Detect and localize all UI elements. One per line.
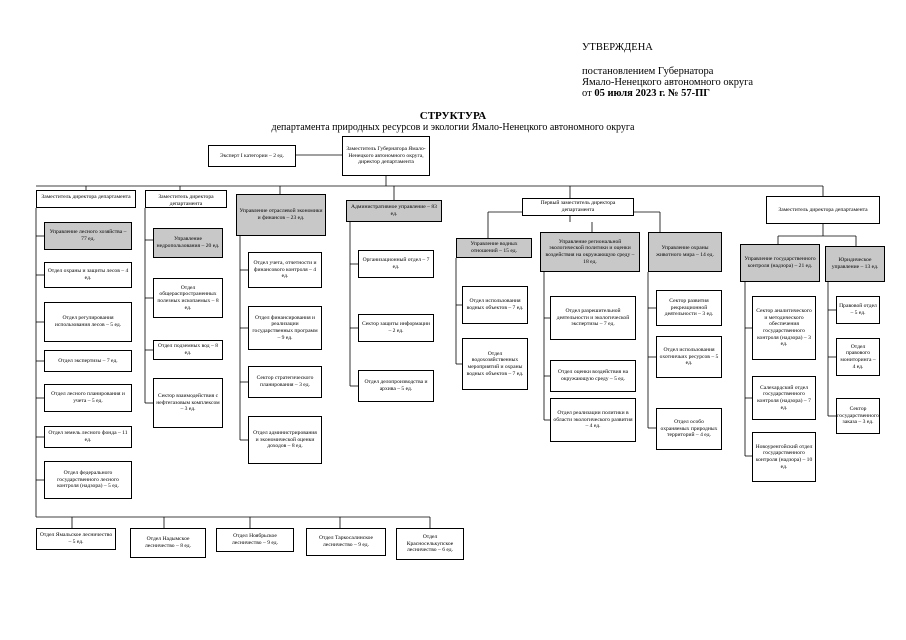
box-yamal-forestry: Отдел Ямальское лесничество – 5 ед. [36,528,116,550]
box-krasnoselkup-forestry: Отдел Красноселькупское лесничество – 6 … [396,528,464,560]
box-finance-department: Управление отраслевой экономики и финанс… [236,194,326,236]
decree-line-3: от 05 июля 2023 г. № 57-ПГ [582,88,710,100]
box-state-control-management: Управление государственного контроля (на… [740,244,820,282]
box-first-deputy: Первый заместитель директора департамент… [522,198,634,216]
box-forest-management: Управление лесного хозяйства – 77 ед. [44,222,132,250]
box-expertise: Отдел экспертизы – 7 ед. [44,350,132,372]
box-forest-planning: Отдел лесного планирования и учета – 5 е… [44,384,132,412]
box-hunting-use: Отдел использования охотничьих ресурсов … [656,336,722,378]
box-permits-expertise: Отдел разрешительной деятельности и экол… [550,296,636,340]
box-eco-policy-implementation: Отдел реализации политики в области экол… [550,398,636,442]
box-organizational: Организационный отдел – 7 ед. [358,250,434,278]
box-novy-urengoy-control: Новоуренгойский отдел государственного к… [752,432,816,482]
box-forest-federal-control: Отдел федерального государственного лесн… [44,461,132,499]
box-legal-management: Юридическое управление – 13 ед. [825,246,885,282]
box-director: Заместитель Губернатора Ямало-Ненецкого … [342,136,430,176]
box-tarko-forestry: Отдел Таркосалинское лесничество – 9 ед. [306,528,386,556]
box-expert: Эксперт I категории – 2 ед. [208,145,296,167]
box-forest-fund-lands: Отдел земель лесного фонда – 11 ед. [44,426,132,448]
box-legal-monitoring: Отдел правового мониторинга – 4 ед. [836,338,880,376]
box-strategic-planning: Сектор стратегического планирования – 3 … [248,366,322,398]
box-deputy-1: Заместитель директора департамента [36,190,136,208]
box-water-use: Отдел использования водных объектов – 7 … [462,286,528,324]
box-revenue-administration: Отдел администрирования и экономической … [248,416,322,464]
box-general-minerals: Отдел общераспространенных полезных иско… [153,278,223,318]
box-analytics-sector: Сектор аналитического и методического об… [752,296,816,360]
box-oil-gas-interaction: Сектор взаимодействия с нефтегазовым ком… [153,378,223,428]
box-recreation-sector: Сектор развития рекреационной деятельнос… [656,290,722,326]
decree-date: 05 июля 2023 г. № 57-ПГ [594,88,710,99]
box-legal-department: Правовой отдел – 5 ед. [836,296,880,324]
box-forest-regulation: Отдел регулирования использования лесов … [44,302,132,342]
box-deputy-right: Заместитель директора департамента [766,196,880,224]
box-water-protection: Отдел водохозяйственных мероприятий и ох… [462,338,528,390]
box-records-archive: Отдел делопроизводства и архива – 5 ед. [358,370,434,402]
box-water-management: Управление водных отношений – 15 ед. [456,238,532,258]
page-subtitle: департамента природных ресурсов и эколог… [271,122,635,133]
decree-line-1: постановлением Губернатора [582,66,714,77]
box-accounting: Отдел учета, отчетности и финансового ко… [248,252,322,288]
box-procurement-sector: Сектор государственного заказа – 3 ед. [836,398,880,434]
approved-label: УТВЕРЖДЕНА [582,42,653,53]
box-underground-water: Отдел подземных вод – 8 ед. [153,340,223,360]
box-administrative-department: Административное управление – 83 ед. [346,200,442,222]
box-deputy-2: Заместитель директора департамента [145,190,227,208]
box-subsoil-management: Управление недропользования – 20 ед. [153,228,223,258]
box-salekhard-control: Салехардский отдел государственного конт… [752,376,816,420]
box-environmental-impact: Отдел оценки воздействия на окружающую с… [550,360,636,392]
page-title: СТРУКТУРА [419,110,487,122]
box-protected-areas: Отдел особо охраняемых природных террито… [656,408,722,450]
decree-line-2: Ямало-Ненецкого автономного округа [582,77,754,88]
box-forest-protection: Отдел охраны и защиты лесов – 4 ед. [44,262,132,288]
box-eco-policy-management: Управление региональной экологической по… [540,232,640,272]
box-info-security: Сектор защиты информации – 2 ед. [358,314,434,342]
box-hunting-management: Управление охраны животного мира – 14 ед… [648,232,722,272]
box-funding-programs: Отдел финансирования и реализации госуда… [248,306,322,350]
box-noyabrsk-forestry: Отдел Ноябрьское лесничество – 9 ед. [216,528,294,552]
decree-prefix: от [582,88,595,99]
box-nadym-forestry: Отдел Надымское лесничество – 8 ед. [130,528,206,558]
